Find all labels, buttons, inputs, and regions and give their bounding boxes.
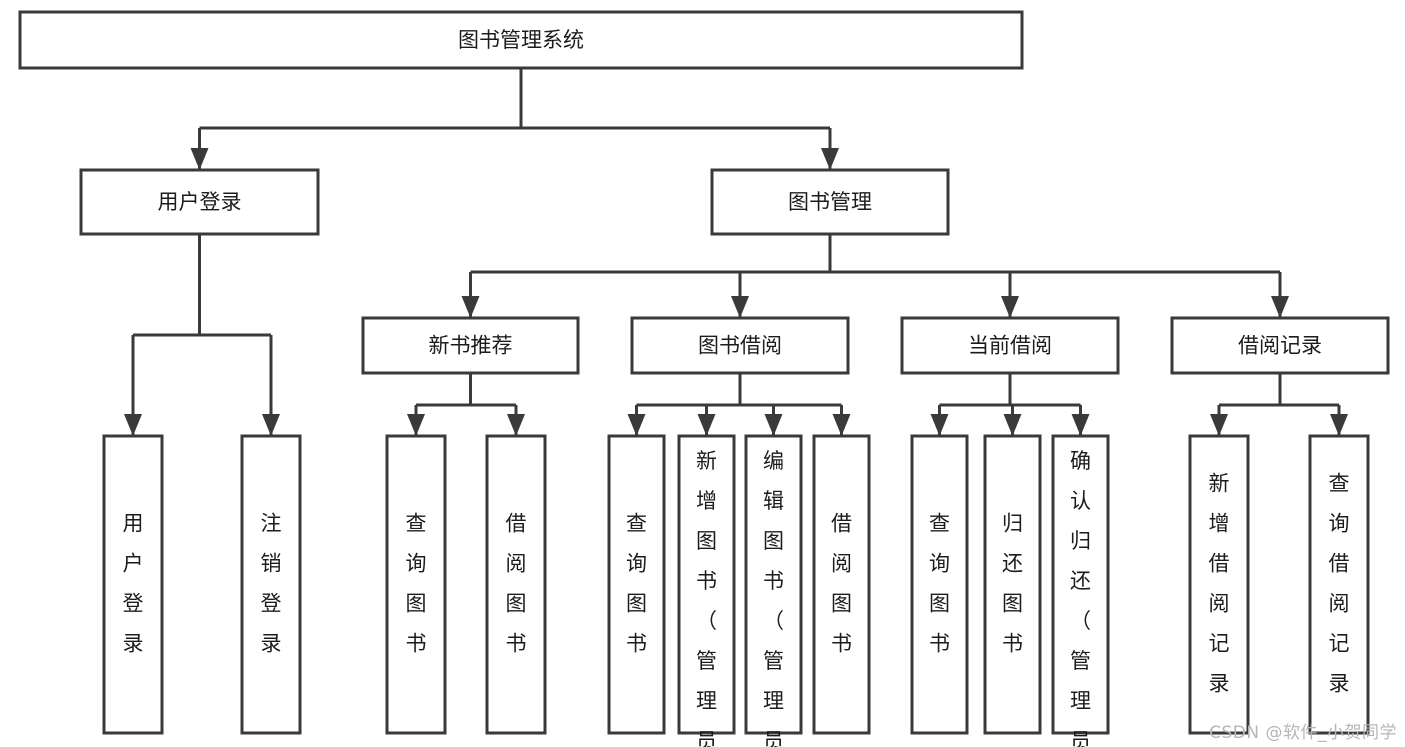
node-leaf-borrow-book: 借阅图书	[812, 434, 871, 735]
node-label: 查询图书	[406, 512, 427, 656]
arrow-head-icon	[1271, 296, 1289, 318]
node-box	[361, 316, 580, 375]
arrow-head-icon	[407, 414, 425, 436]
arrow-head-icon	[190, 148, 209, 170]
node-label: 用户登录	[123, 512, 144, 656]
node-label: 编辑图书（管理员）	[763, 449, 784, 747]
node-leaf-add-borrow-record: 新增借阅记录	[1188, 434, 1250, 735]
node-label: 查询借阅记录	[1329, 472, 1350, 696]
node-label: 查询图书	[626, 512, 647, 656]
arrow-head-icon	[262, 414, 280, 436]
node-label: 归还图书	[1002, 512, 1023, 656]
node-new-book-recommend: 新书推荐	[361, 316, 580, 375]
node-label: 查询图书	[929, 512, 950, 656]
node-label: 图书管理	[788, 190, 872, 214]
node-boxes-group: 图书管理系统用户登录图书管理新书推荐图书借阅当前借阅借阅记录用户登录注销登录查询…	[18, 10, 1390, 747]
arrow-head-icon	[697, 414, 716, 436]
node-book-manage: 图书管理	[710, 168, 950, 236]
node-label: 借阅记录	[1238, 334, 1322, 358]
node-leaf-return-book: 归还图书	[983, 434, 1042, 735]
node-leaf-query-book-rec: 查询图书	[385, 434, 447, 735]
arrow-head-icon	[832, 414, 851, 436]
node-box	[79, 168, 320, 236]
node-label: 借阅图书	[506, 512, 527, 656]
node-box	[1170, 316, 1390, 375]
node-book-borrow: 图书借阅	[630, 316, 850, 375]
node-box	[710, 168, 950, 236]
arrow-head-icon	[507, 414, 525, 436]
node-label: 用户登录	[158, 190, 242, 214]
node-leaf-add-book: 新增图书（管理员）	[677, 434, 736, 747]
node-label: 图书管理系统	[458, 28, 584, 52]
node-leaf-query-book-current: 查询图书	[910, 434, 969, 735]
node-leaf-query-borrow-record: 查询借阅记录	[1308, 434, 1370, 735]
node-root: 图书管理系统	[18, 10, 1024, 70]
watermark-label: CSDN @软件_小贺同学	[1209, 723, 1397, 743]
node-box	[102, 434, 164, 735]
arrow-head-icon	[1330, 414, 1348, 436]
arrow-head-icon	[627, 414, 646, 436]
node-label: 新增图书（管理员）	[696, 449, 717, 747]
node-leaf-confirm-return: 确认归还（管理员）	[1051, 434, 1110, 747]
node-box	[630, 316, 850, 375]
arrow-head-icon	[930, 414, 949, 436]
arrow-head-icon	[124, 414, 142, 436]
node-box	[385, 434, 447, 735]
node-box	[240, 434, 302, 735]
node-label: 确认归还（管理员）	[1070, 449, 1091, 747]
node-label: 当前借阅	[968, 334, 1052, 358]
node-leaf-edit-book: 编辑图书（管理员）	[744, 434, 803, 747]
node-current-borrow: 当前借阅	[900, 316, 1120, 375]
arrow-head-icon	[764, 414, 783, 436]
node-label: 图书借阅	[698, 334, 782, 358]
node-label: 新增借阅记录	[1209, 472, 1230, 696]
node-box	[983, 434, 1042, 735]
node-label: 注销登录	[261, 512, 282, 656]
node-box	[607, 434, 666, 735]
node-label: 借阅图书	[831, 512, 852, 656]
arrow-head-icon	[821, 148, 839, 170]
node-box	[900, 316, 1120, 375]
arrow-head-icon	[1003, 414, 1022, 436]
arrow-head-icon	[461, 296, 480, 318]
arrow-head-icon	[1210, 414, 1228, 436]
arrow-head-icon	[1071, 414, 1090, 436]
node-box	[677, 434, 736, 735]
node-box	[910, 434, 969, 735]
node-leaf-query-book-borrow: 查询图书	[607, 434, 666, 735]
node-box	[18, 10, 1024, 70]
node-box	[812, 434, 871, 735]
arrow-head-icon	[731, 296, 749, 318]
node-leaf-user-logout: 注销登录	[240, 434, 302, 735]
connector-lines-group	[124, 68, 1348, 436]
node-box	[485, 434, 547, 735]
node-label: 新书推荐	[429, 334, 513, 358]
node-box	[1308, 434, 1370, 735]
arrow-head-icon	[1001, 296, 1019, 318]
node-box	[1188, 434, 1250, 735]
node-box	[744, 434, 803, 735]
node-borrow-record: 借阅记录	[1170, 316, 1390, 375]
node-user-login: 用户登录	[79, 168, 320, 236]
node-leaf-user-login: 用户登录	[102, 434, 164, 735]
node-leaf-borrow-book-rec: 借阅图书	[485, 434, 547, 735]
node-box	[1051, 434, 1110, 735]
